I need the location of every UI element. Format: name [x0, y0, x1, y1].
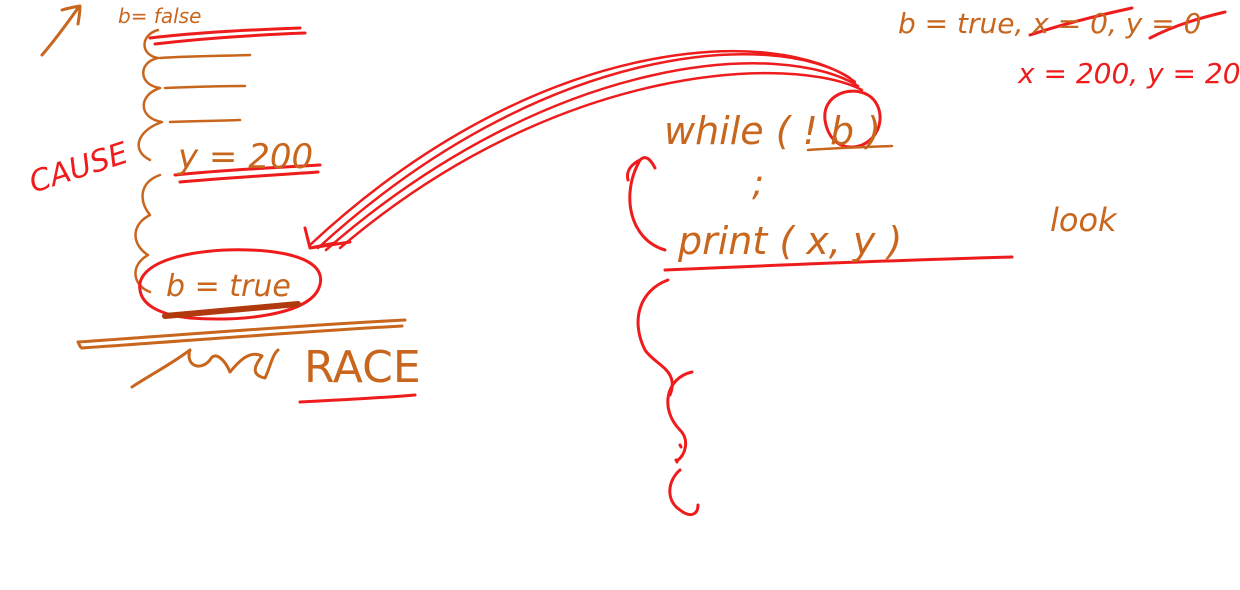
scribbled-word [130, 348, 280, 389]
look-label: look [1050, 201, 1117, 239]
assignment-b: b = true [166, 269, 291, 304]
reorder-arrow [308, 49, 864, 252]
assignment-y: y = 200 [178, 137, 314, 177]
statement-line-3 [168, 118, 242, 124]
top-right-strike-y [1148, 10, 1227, 40]
state-note-line2: x = 200, y = 200 [1018, 57, 1240, 90]
loop-back-arrow [626, 156, 667, 252]
statement-line-1 [158, 53, 252, 60]
top-left-arrow-stroke [40, 4, 82, 57]
while-underline [806, 144, 894, 152]
race-underline [298, 393, 417, 404]
top-right-strike-x [1028, 6, 1134, 37]
reorder-arrow-head [303, 226, 352, 250]
b-true-underline [162, 301, 301, 319]
state-note-line1: b = true, x = 0, y = 0 [898, 7, 1202, 40]
print-underline [663, 255, 1014, 272]
while-loop-line: while ( ! b ) [664, 109, 881, 153]
squiggle-dots [674, 443, 683, 464]
reorder-curls [134, 28, 164, 294]
left-baseline [76, 318, 407, 350]
not-b-circle [823, 89, 882, 149]
y-strikethrough [173, 163, 322, 184]
print-line: print ( x, y ) [678, 219, 903, 263]
execution-squiggle [636, 278, 700, 517]
semicolon: ; [752, 163, 765, 204]
top-strikethrough [148, 26, 307, 46]
top-note: b= false [118, 4, 202, 28]
statement-line-2 [163, 84, 247, 90]
race-label: RACE [304, 342, 421, 393]
